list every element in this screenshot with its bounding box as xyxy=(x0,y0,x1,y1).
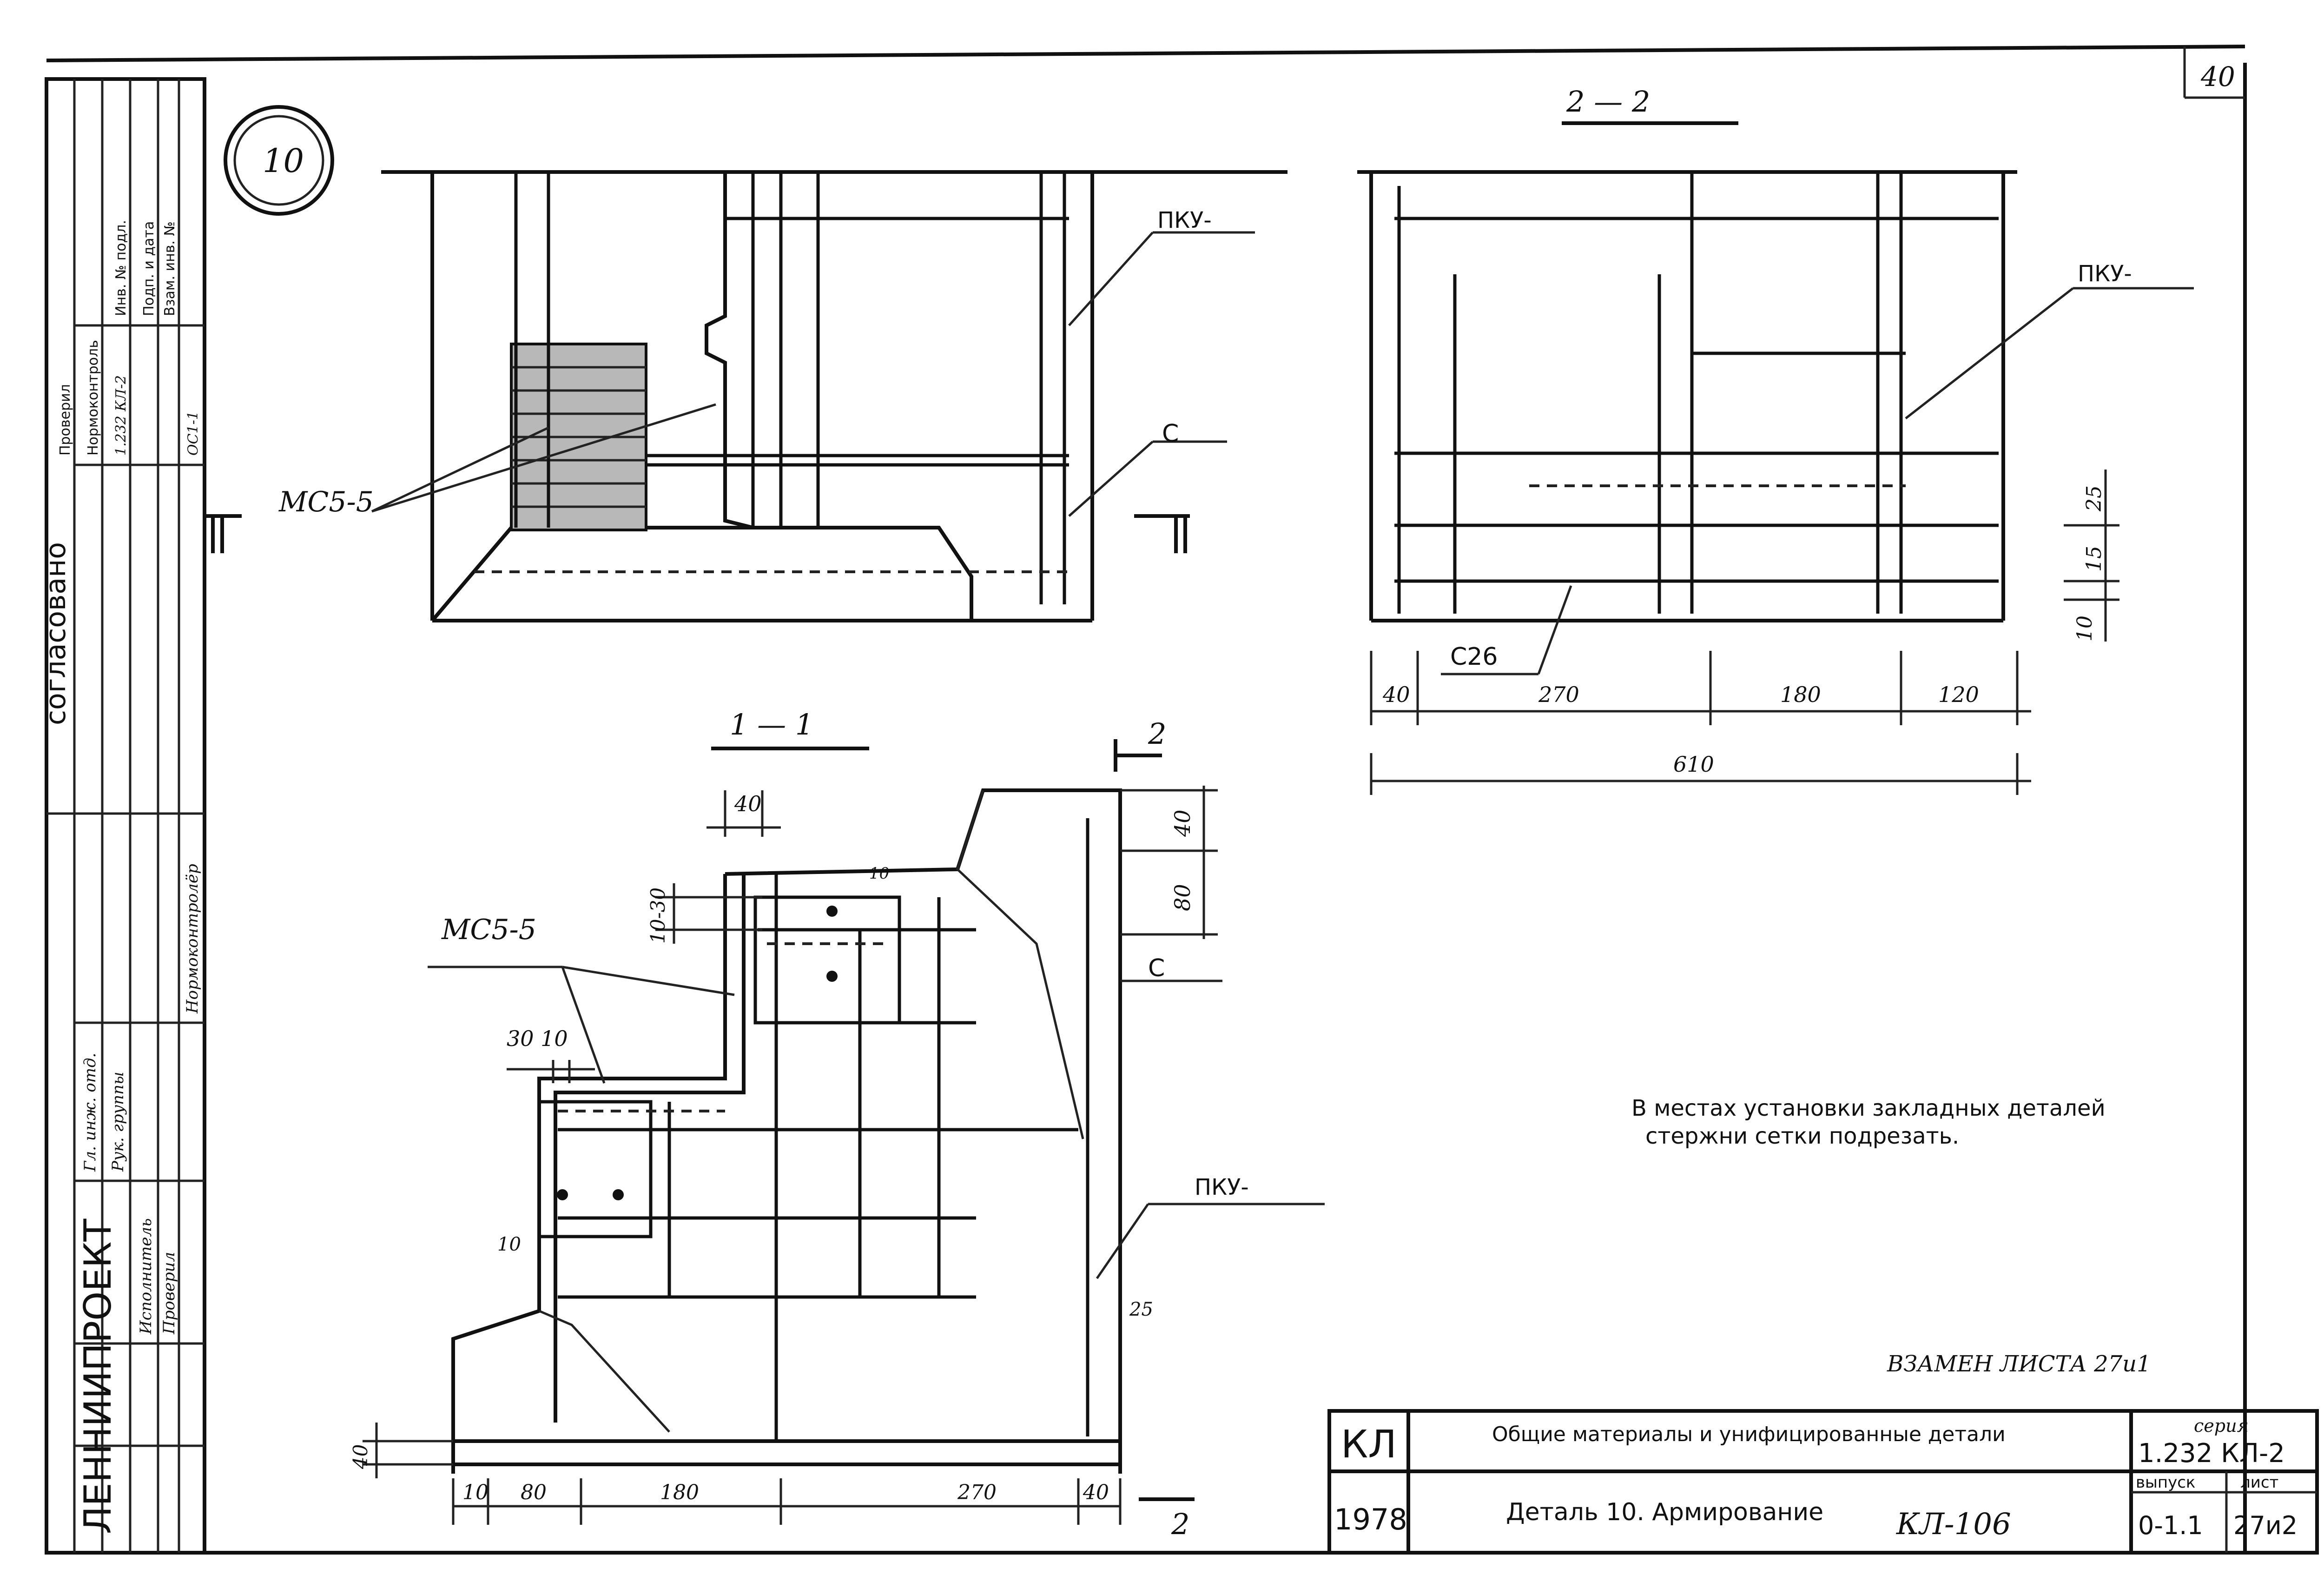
side-code-1: 1.232 КЛ-2 xyxy=(113,375,129,456)
dim-25: 25 xyxy=(1129,1299,1153,1320)
side-row-4: Проверил xyxy=(160,1252,178,1335)
sheet-label: лист xyxy=(2240,1473,2278,1492)
s11-label-pku: ПКУ- xyxy=(1195,1174,1249,1200)
s22-dim-120: 120 xyxy=(1938,682,1979,707)
s22-label-c26: С26 xyxy=(1450,643,1498,671)
dim-right-80: 80 xyxy=(1170,884,1195,911)
sheet-frame: 40 xyxy=(46,45,2317,1555)
top-label-mc5: МС5-5 xyxy=(278,486,374,518)
cut-mark-top: 2 xyxy=(1148,717,1166,751)
sheet-value: 27и2 xyxy=(2233,1511,2298,1540)
s22-dim-40: 40 xyxy=(1382,682,1410,707)
side-right-row-1: Проверил xyxy=(57,384,73,456)
s22-dim-270: 270 xyxy=(1538,682,1579,707)
org-name: ЛЕННИИПРОЕКТ xyxy=(76,1218,119,1534)
side-right-row-5: Взам. инв. № xyxy=(162,221,178,316)
issue-value: 0-1.1 xyxy=(2138,1511,2203,1540)
dim-bottom-270: 270 xyxy=(957,1481,997,1504)
series-value: 1.232 КЛ-2 xyxy=(2138,1438,2285,1469)
side-row-3: Исполнитель xyxy=(137,1218,155,1335)
dim-bottom-180: 180 xyxy=(660,1481,699,1504)
issue-label: выпуск xyxy=(2136,1473,2195,1492)
dim-10-30: 10-30 xyxy=(647,887,669,944)
dim-40-top: 40 xyxy=(734,791,762,816)
dim-10-small: 10 xyxy=(869,864,889,883)
series-label: серия xyxy=(2194,1416,2249,1436)
section-2-2: 2 — 2 ПКУ- С26 40 270 180 xyxy=(1357,85,2194,795)
side-row-1: Гл. инж. отд. xyxy=(81,1053,99,1172)
s22-dim-total: 610 xyxy=(1673,752,1714,777)
detail-marker: 10 xyxy=(224,105,334,216)
dim-bottom-80: 80 xyxy=(521,1481,547,1504)
title-block: КЛ 1978 Общие материалы и унифицированны… xyxy=(1327,1409,2319,1555)
dim-30-10: 30 10 xyxy=(507,1026,568,1051)
note-line-2: стержни сетки подрезать. xyxy=(1645,1123,1959,1149)
side-code-2: ОС1-1 xyxy=(185,411,201,456)
side-row-2: Рук. группы xyxy=(109,1072,127,1172)
dim-10-left: 10 xyxy=(497,1234,521,1255)
side-right-row-3: Инв. № подл. xyxy=(113,220,129,316)
s22-dim-10: 10 xyxy=(2073,615,2097,642)
side-right-row-2: Нормоконтроль xyxy=(85,340,101,456)
section-1-1-title: 1 — 1 xyxy=(730,708,813,741)
sheet-corner-number: 40 xyxy=(2200,61,2235,93)
s11-label-c: С xyxy=(1148,954,1165,982)
top-label-pku: ПКУ- xyxy=(1157,207,1212,233)
s22-dim-180: 180 xyxy=(1780,682,1821,707)
dim-bottom-40: 40 xyxy=(1083,1481,1109,1504)
title-stamp-mark: КЛ-106 xyxy=(1896,1507,2011,1542)
title-code: КЛ xyxy=(1341,1423,1397,1467)
section-2-2-title: 2 — 2 xyxy=(1566,85,1650,119)
s11-label-mc5: МС5-5 xyxy=(441,913,536,946)
side-row-5: Нормоконтролёр xyxy=(183,864,202,1014)
title-line-1: Общие материалы и унифицированные детали xyxy=(1492,1423,2006,1446)
approval-label: согласовано xyxy=(40,542,72,725)
replaces-sheet: ВЗАМЕН ЛИСТА 27и1 xyxy=(1887,1351,2151,1377)
dim-bottom-10: 10 xyxy=(462,1481,489,1504)
side-stamp: ЛЕННИИПРОЕКТ согласовано Гл. инж. отд. Р… xyxy=(40,77,206,1555)
s22-dim-15: 15 xyxy=(2082,546,2106,572)
note-line-1: В местах установки закладных деталей xyxy=(1631,1095,2106,1121)
s22-dim-25: 25 xyxy=(2082,485,2106,512)
s22-label-pku: ПКУ- xyxy=(2078,261,2132,287)
top-label-c: С xyxy=(1162,420,1179,448)
dim-40-left: 40 xyxy=(349,1444,372,1469)
dim-right-40: 40 xyxy=(1170,809,1195,837)
notes: В местах установки закладных деталей сте… xyxy=(1631,1095,2151,1377)
side-right-row-4: Подп. и дата xyxy=(141,221,157,316)
detail-marker-number: 10 xyxy=(263,142,304,180)
title-year: 1978 xyxy=(1334,1502,1407,1536)
top-view: 1 1 ПКУ- С МС5-5 xyxy=(0,0,1287,622)
cut-mark-bottom: 2 xyxy=(1171,1507,1189,1541)
title-line-2: Деталь 10. Армирование xyxy=(1506,1498,1823,1526)
section-1-1: 1 — 1 2 2 40 80 xyxy=(349,708,1325,1541)
